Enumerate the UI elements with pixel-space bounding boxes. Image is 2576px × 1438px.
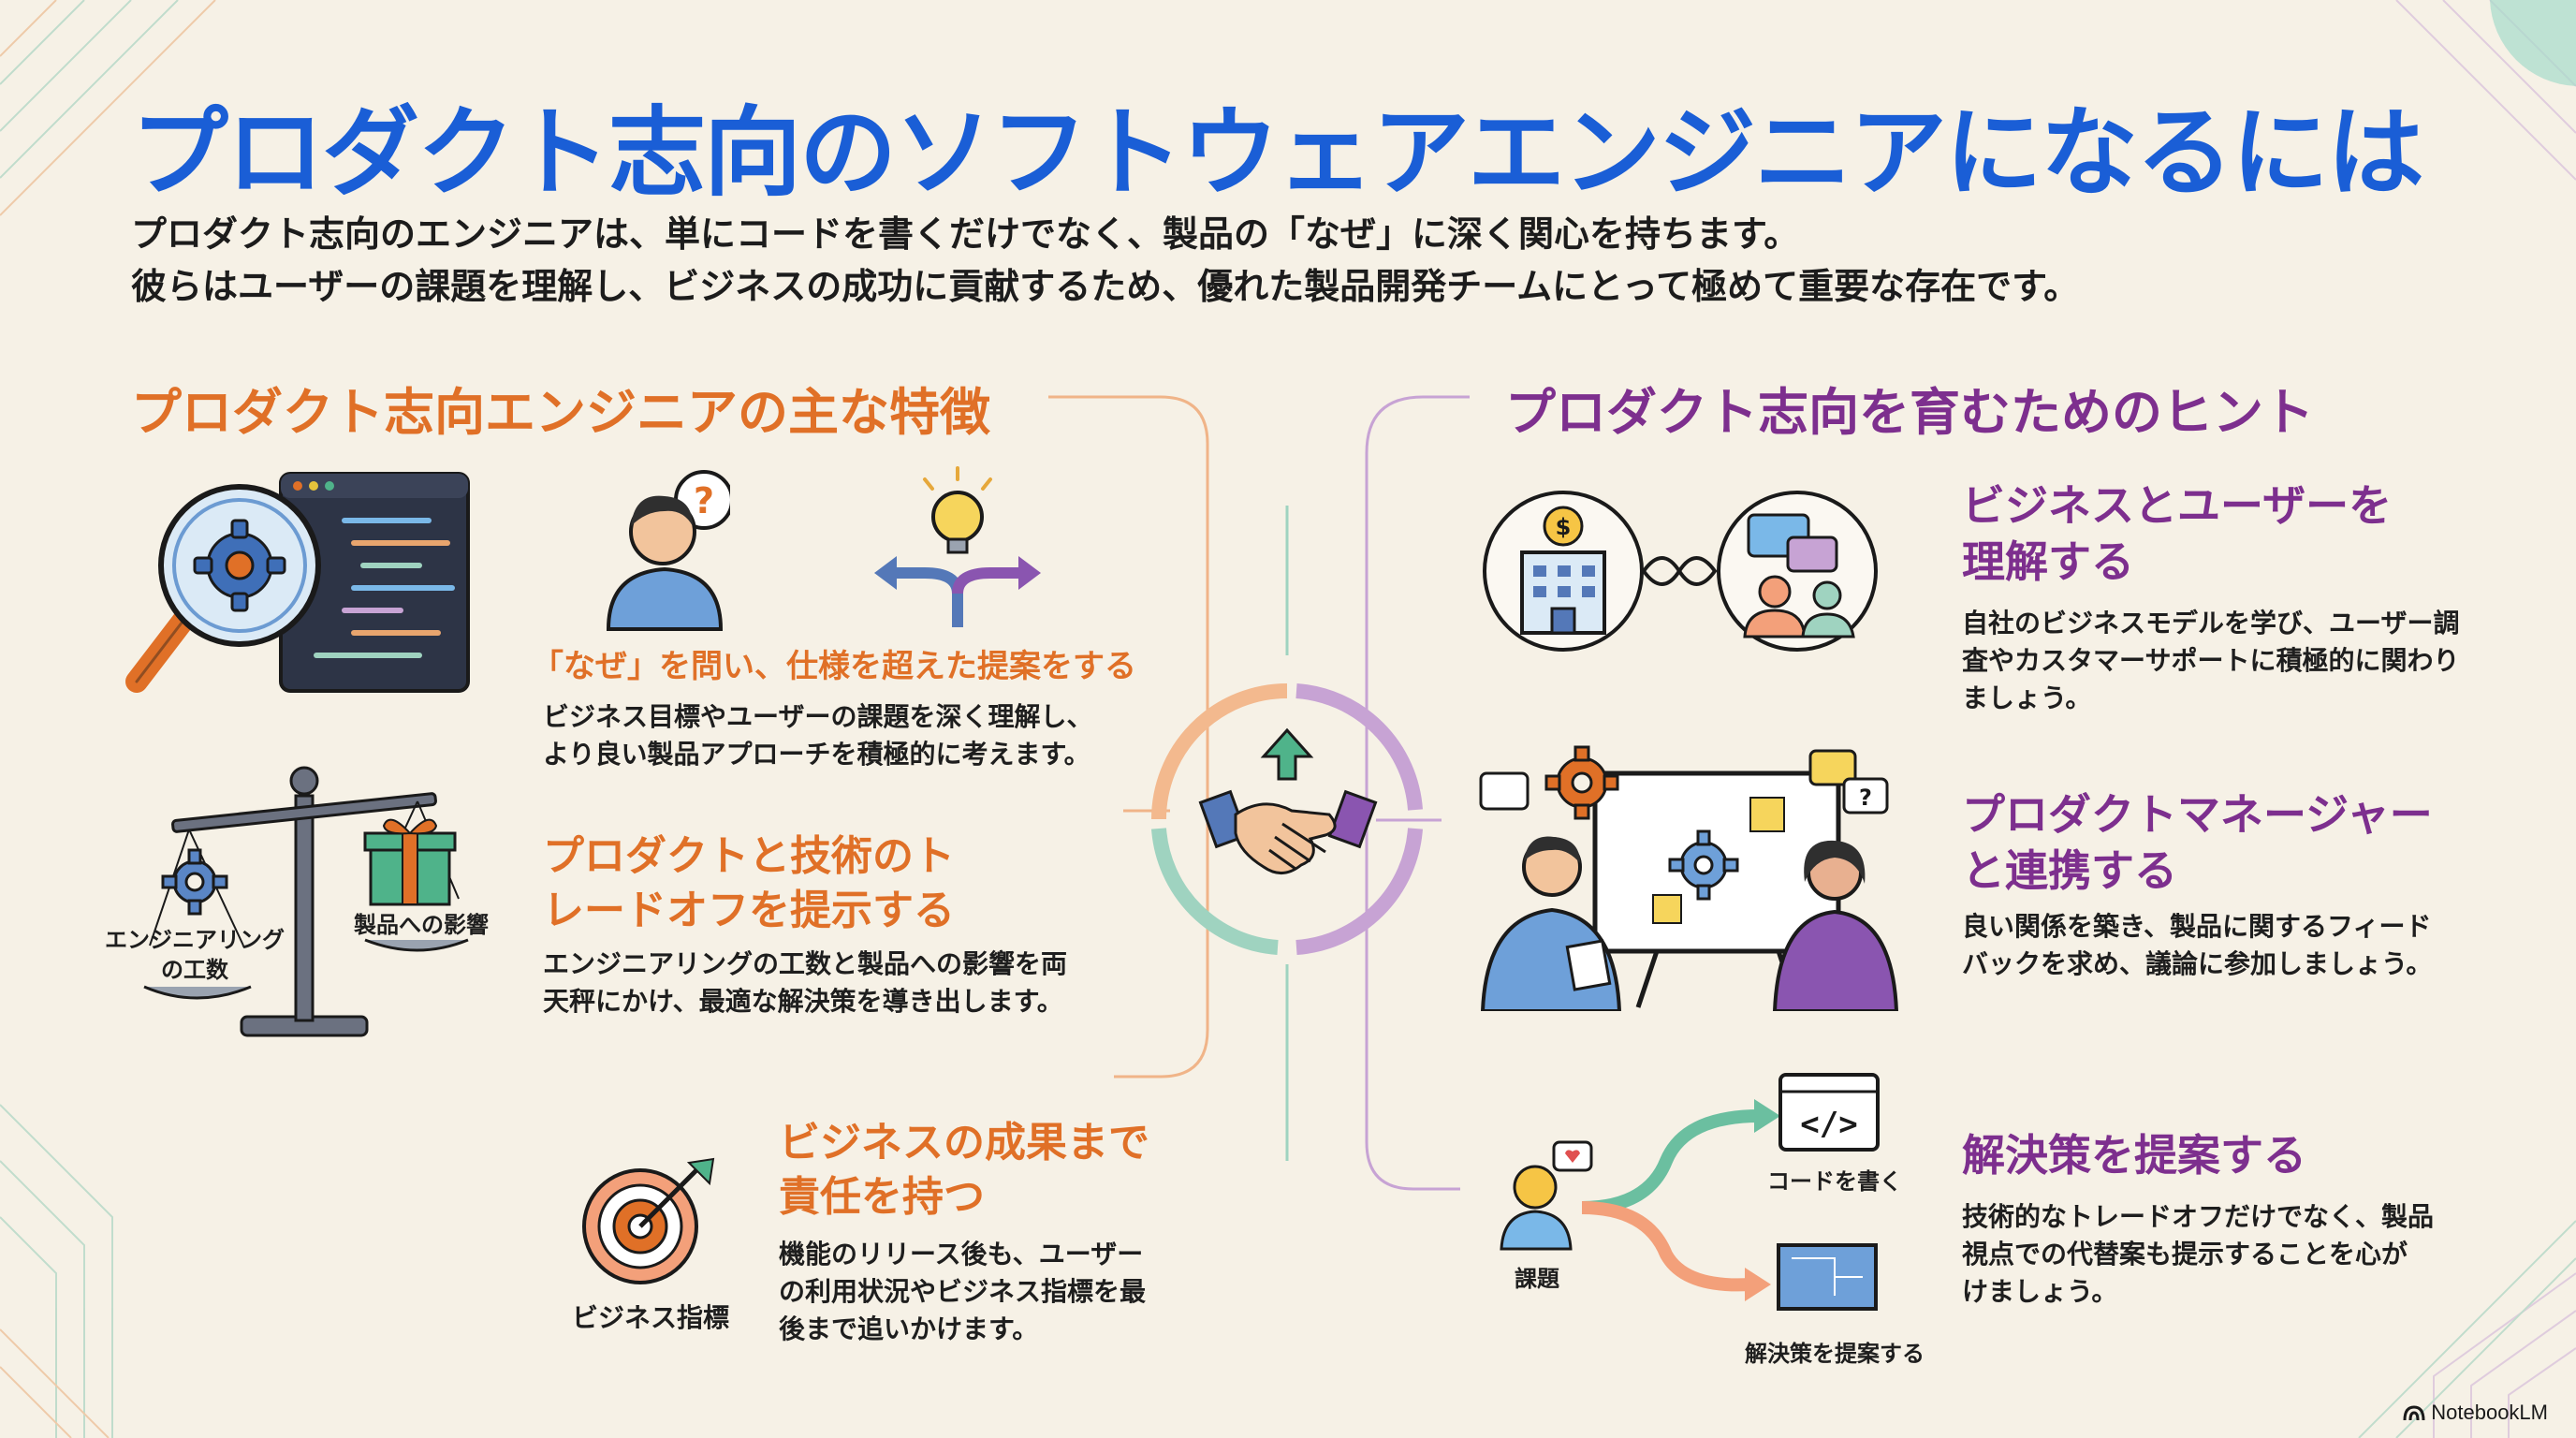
page-title: プロダクト志向のソフトウェアエンジニアになるには	[131, 95, 2424, 210]
gear-icon	[161, 848, 228, 916]
right-item-1-title: ビジネスとユーザーを 理解する	[1962, 477, 2392, 590]
handshake-icon	[1151, 683, 1423, 955]
left-item-1-desc-line: ビジネス目標やユーザーの課題を深く理解し、	[543, 701, 1093, 732]
right-item-3-desc-line: けましょう。	[1962, 1276, 2118, 1307]
right-item-3-title: 解決策を提案する	[1962, 1130, 2306, 1181]
svg-text:$: $	[1556, 514, 1572, 540]
gift-icon	[363, 818, 457, 906]
right-item-2-title-line: プロダクトマネージャー	[1962, 789, 2433, 840]
intro-line-1: プロダクト志向のエンジニアは、単にコードを書くだけでなく、製品の「なぜ」に深く関…	[131, 213, 1800, 255]
chat-people-icon	[1743, 513, 1855, 638]
right-item-2-title: プロダクトマネージャー と連携する	[1962, 786, 2433, 899]
right-item-3-desc: 技術的なトレードオフだけでなく、製品 視点での代替案も提示することを心が けまし…	[1962, 1198, 2434, 1311]
right-item-3-desc-line: 技術的なトレードオフだけでなく、製品	[1962, 1201, 2435, 1232]
left-item-3-desc-line: 後まで追いかけます。	[779, 1313, 1039, 1344]
left-item-2-desc-line: 天秤にかけ、最適な解決策を導き出します。	[543, 986, 1063, 1017]
left-item-1-desc: ビジネス目標やユーザーの課題を深く理解し、 より良い製品アプローチを積極的に考え…	[543, 698, 1092, 773]
flow-top-label: コードを書く	[1767, 1168, 1902, 1195]
blueprint-icon	[1777, 1243, 1878, 1311]
right-item-1-desc-line: 自社のビジネスモデルを学び、ユーザー調	[1962, 608, 2460, 638]
target-icon	[582, 1157, 715, 1284]
right-item-1-title-line: 理解する	[1962, 536, 2134, 587]
scale-left-label: エンジニアリング の工数	[101, 925, 288, 985]
building-icon: $	[1520, 506, 1606, 635]
magnifier-gear-icon	[125, 472, 470, 693]
right-item-1-desc: 自社のビジネスモデルを学び、ユーザー調 査やカスタマーサポートに積極的に関わり …	[1962, 605, 2459, 717]
svg-text:?: ?	[1859, 785, 1872, 811]
svg-text:</>: </>	[1800, 1106, 1857, 1143]
question-person-icon: ?	[606, 470, 730, 631]
flow-bottom-label: 解決策を提案する	[1745, 1341, 1925, 1367]
intro-text: プロダクト志向のエンジニアは、単にコードを書くだけでなく、製品の「なぜ」に深く関…	[131, 208, 2079, 313]
scale-right-label: 製品への影響	[354, 912, 489, 938]
right-item-2-title-line: と連携する	[1962, 845, 2177, 896]
scale-left-label-line: の工数	[161, 957, 228, 983]
right-item-1-title-line: ビジネスとユーザーを	[1962, 480, 2393, 531]
right-item-1-desc-line: 査やカスタマーサポートに積極的に関わり	[1962, 645, 2460, 676]
left-item-2-desc: エンジニアリングの工数と製品への影響を両 天秤にかけ、最適な解決策を導き出します…	[543, 946, 1067, 1020]
left-item-1-title: 「なぜ」を問い、仕様を超えた提案をする	[532, 648, 1136, 685]
business-user-icon: $	[1483, 491, 1878, 652]
left-item-2-title: プロダクトと技術のト レードオフを提示する	[543, 829, 955, 938]
left-item-3-desc-line: の利用状況やビジネス指標を最	[779, 1276, 1147, 1307]
meeting-board-icon: ?	[1479, 745, 1899, 1011]
left-item-2-title-line: プロダクトと技術のト	[543, 832, 955, 880]
left-item-3-desc-line: 機能のリリース後も、ユーザー	[779, 1239, 1144, 1269]
left-section-heading: プロダクト志向エンジニアの主な特徴	[131, 383, 990, 442]
svg-text:?: ?	[694, 480, 714, 521]
right-item-2-desc-line: 良い関係を築き、製品に関するフィード	[1962, 911, 2432, 942]
infinity-icon	[1641, 556, 1718, 586]
flow-person-icon: </>	[1500, 1073, 1880, 1311]
brand-name: NotebookLM	[2431, 1401, 2548, 1424]
right-item-2-desc: 良い関係を築き、製品に関するフィード バックを求め、議論に参加しましょう。	[1962, 908, 2432, 983]
intro-line-2: 彼らはユーザーの課題を理解し、ビジネスの成功に貢献するため、優れた製品開発チーム…	[131, 266, 2080, 307]
right-item-2-desc-line: バックを求め、議論に参加しましょう。	[1962, 948, 2433, 979]
scale-left-label-line: エンジニアリング	[105, 927, 285, 953]
balance-scale-icon	[143, 766, 469, 1037]
flow-start-label: 課題	[1515, 1266, 1559, 1292]
target-icon-label: ビジネス指標	[571, 1302, 729, 1333]
notebooklm-logo-icon	[2403, 1405, 2425, 1421]
right-section-heading: プロダクト志向を育むためのヒント	[1505, 383, 2314, 442]
right-item-1-desc-line: ましょう。	[1962, 682, 2092, 713]
left-item-3-title-line: ビジネスの成果まで	[779, 1119, 1149, 1167]
right-item-3-desc-line: 視点での代替案も提示することを心が	[1962, 1239, 2408, 1269]
brand-watermark: NotebookLM	[2403, 1401, 2548, 1425]
left-item-3-title: ビジネスの成果まで 責任を持つ	[779, 1116, 1149, 1225]
lightbulb-arrows-icon	[874, 466, 1041, 627]
left-item-1-desc-line: より良い製品アプローチを積極的に考えます。	[543, 739, 1090, 770]
left-item-2-desc-line: エンジニアリングの工数と製品への影響を両	[543, 948, 1068, 979]
left-item-3-title-line: 責任を持つ	[779, 1173, 985, 1221]
left-item-3-desc: 機能のリリース後も、ユーザー の利用状況やビジネス指標を最 後まで追いかけます。	[779, 1236, 1146, 1348]
left-item-2-title-line: レードオフを提示する	[543, 887, 955, 934]
code-icon: </>	[1778, 1073, 1880, 1152]
